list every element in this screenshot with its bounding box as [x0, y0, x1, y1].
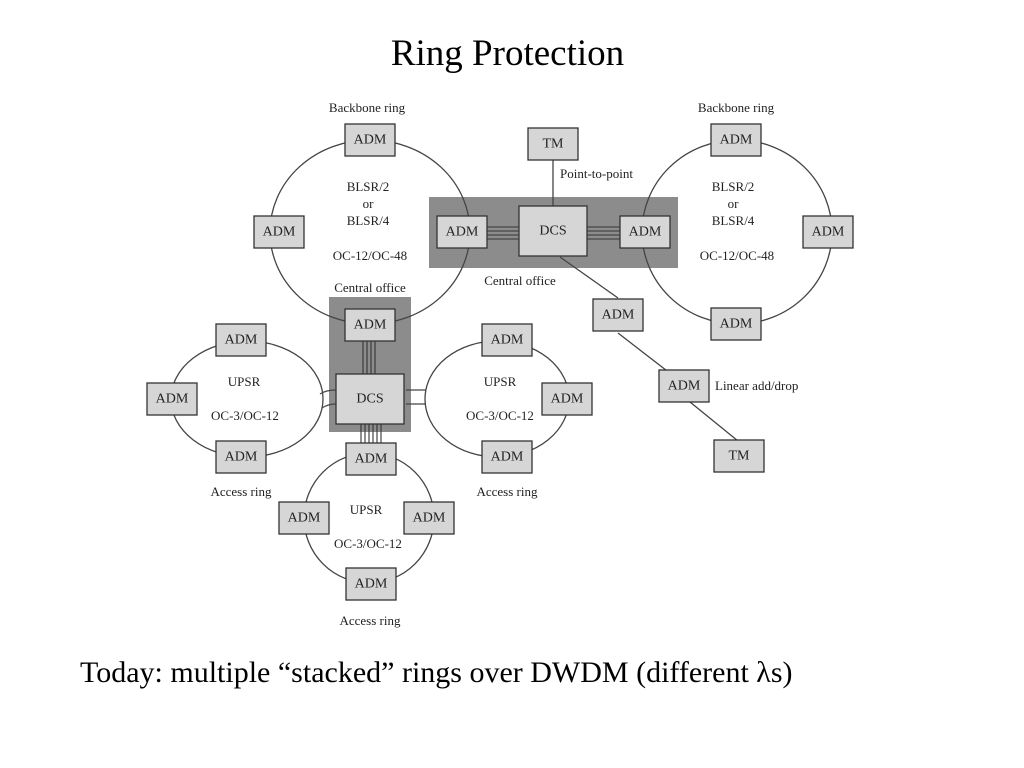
- dcs-node-left[interactable]: [335, 373, 405, 425]
- tm-node-bottom[interactable]: [713, 439, 765, 473]
- adm-node-access-right-bottom[interactable]: [481, 440, 533, 474]
- access-left-rate: OC-3/OC-12: [211, 408, 279, 423]
- adm-node-access-left-top[interactable]: [215, 323, 267, 357]
- adm-label: ADM: [355, 452, 388, 467]
- adm-label: ADM: [668, 379, 701, 394]
- adm-node-backbone-right-bottom[interactable]: [710, 307, 762, 341]
- access-right-rate: OC-3/OC-12: [466, 408, 534, 423]
- access-right-protocol: UPSR: [484, 374, 517, 389]
- adm-label: ADM: [491, 333, 524, 348]
- adm-label: ADM: [354, 133, 387, 148]
- slide-title: Ring Protection: [390, 33, 625, 74]
- adm-node-backbone-left-west[interactable]: [253, 215, 305, 249]
- adm-node-backbone-left-top[interactable]: [344, 123, 396, 157]
- adm-label: ADM: [225, 333, 258, 348]
- adm-node-central-office-right-east[interactable]: [619, 215, 671, 249]
- adm-label: ADM: [629, 225, 662, 240]
- backbone-right-protocol-1: BLSR/2: [712, 179, 755, 194]
- backbone-right-protocol-2: BLSR/4: [712, 213, 755, 228]
- dcs-label: DCS: [356, 392, 383, 407]
- backbone-right-rate: OC-12/OC-48: [700, 248, 774, 263]
- central-office-label-left: Central office: [334, 280, 406, 295]
- trunk-lines: [360, 226, 620, 444]
- adm-label: ADM: [288, 511, 321, 526]
- adm-node-access-bottom-west[interactable]: [278, 501, 330, 535]
- adm-label: ADM: [720, 317, 753, 332]
- adm-label: ADM: [720, 133, 753, 148]
- tm-label: TM: [543, 137, 565, 152]
- adm-node-linear-1[interactable]: [592, 298, 644, 332]
- backbone-left-protocol-2: BLSR/4: [347, 213, 390, 228]
- central-office-label-right: Central office: [484, 273, 556, 288]
- adm-label: ADM: [491, 450, 524, 465]
- adm-label: ADM: [812, 225, 845, 240]
- node-boxes: [146, 123, 854, 601]
- adm-label: ADM: [225, 450, 258, 465]
- dcs-node-right[interactable]: [518, 205, 588, 257]
- backbone-left-protocol-1: BLSR/2: [347, 179, 390, 194]
- adm-node-access-left-west[interactable]: [146, 382, 198, 416]
- backbone-left-or: or: [363, 196, 375, 211]
- adm-label: ADM: [413, 511, 446, 526]
- backbone-ring-label-right: Backbone ring: [698, 100, 775, 115]
- access-ring-label-left: Access ring: [210, 484, 272, 499]
- annotations: Backbone ring Backbone ring BLSR/2 or BL…: [210, 100, 798, 628]
- adm-node-access-right-top[interactable]: [481, 323, 533, 357]
- adm-node-backbone-right-east[interactable]: [802, 215, 854, 249]
- adm-node-backbone-right-top[interactable]: [710, 123, 762, 157]
- access-ring-label-right: Access ring: [476, 484, 538, 499]
- backbone-right-or: or: [728, 196, 740, 211]
- adm-label: ADM: [354, 318, 387, 333]
- dcs-label: DCS: [539, 224, 566, 239]
- adm-node-central-office-left[interactable]: [344, 308, 396, 342]
- adm-node-access-left-bottom[interactable]: [215, 440, 267, 474]
- access-left-protocol: UPSR: [228, 374, 261, 389]
- backbone-ring-label-left: Backbone ring: [329, 100, 406, 115]
- slide-footer: Today: multiple “stacked” rings over DWD…: [80, 656, 793, 689]
- linear-add-drop-label: Linear add/drop: [715, 378, 798, 393]
- access-ring-label-bottom: Access ring: [339, 613, 401, 628]
- backbone-left-rate: OC-12/OC-48: [333, 248, 407, 263]
- adm-label: ADM: [551, 392, 584, 407]
- tm-label: TM: [729, 449, 751, 464]
- adm-label: ADM: [263, 225, 296, 240]
- adm-node-access-right-east[interactable]: [541, 382, 593, 416]
- point-to-point-label: Point-to-point: [560, 166, 633, 181]
- adm-label: ADM: [355, 577, 388, 592]
- adm-node-access-bottom-east[interactable]: [403, 501, 455, 535]
- access-bottom-rate: OC-3/OC-12: [334, 536, 402, 551]
- tm-node-top[interactable]: [527, 127, 579, 161]
- node-labels: ADM ADM ADM ADM ADM ADM ADM ADM DCS TM A…: [156, 133, 845, 592]
- adm-node-linear-2[interactable]: [658, 369, 710, 403]
- adm-node-access-bottom-top[interactable]: [345, 442, 397, 476]
- adm-node-access-bottom-bottom[interactable]: [345, 567, 397, 601]
- access-bottom-protocol: UPSR: [350, 502, 383, 517]
- adm-label: ADM: [602, 308, 635, 323]
- adm-label: ADM: [156, 392, 189, 407]
- adm-label: ADM: [446, 225, 479, 240]
- adm-node-central-office-right-west[interactable]: [436, 215, 488, 249]
